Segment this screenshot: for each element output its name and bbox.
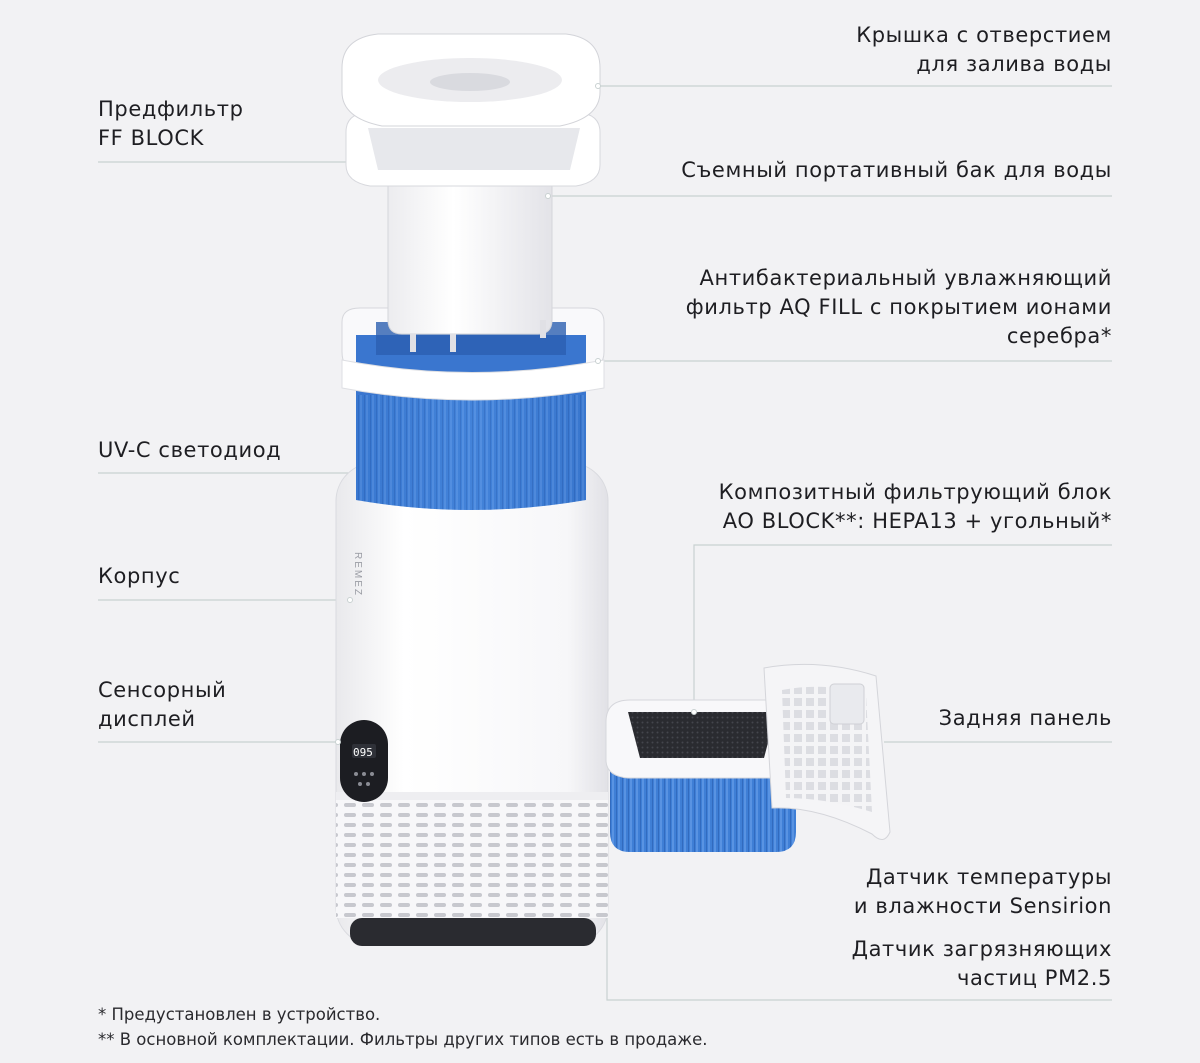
label-body: Корпус: [98, 562, 180, 591]
label-composite-line-1: Композитный фильтрующий блок: [718, 480, 1112, 504]
label-uvc: UV-C светодиод: [98, 436, 281, 465]
label-prefilter-line-1: Предфильтр: [98, 97, 244, 121]
label-lid-line-2: для залива воды: [916, 52, 1112, 76]
label-display-line-1: Сенсорный: [98, 678, 227, 702]
touch-display: [340, 720, 388, 802]
label-pm-sensor: Датчик загрязняющих частиц PM2.5: [852, 935, 1112, 993]
back-panel: [763, 663, 891, 840]
composite-filter-block: [605, 699, 799, 852]
label-prefilter-line-2: FF BLOCK: [98, 126, 204, 150]
dot-tank: [545, 193, 551, 199]
label-pm-sensor-line-1: Датчик загрязняющих: [851, 937, 1112, 961]
label-uvc-line-1: UV-C светодиод: [98, 438, 282, 462]
label-lid: Крышка с отверстием для залива воды: [856, 21, 1112, 79]
dot-body: [347, 597, 353, 603]
label-composite-line-2: AO BLOCK**: HEPA13 + угольный*: [722, 509, 1112, 533]
label-temp-sensor-line-1: Датчик температуры: [865, 865, 1112, 889]
label-humid-filter-line-2: фильтр AQ FILL с покрытием ионами: [685, 295, 1112, 319]
dot-humid-filter: [595, 358, 601, 364]
dot-composite: [691, 709, 697, 715]
label-display: Сенсорный дисплей: [98, 676, 226, 734]
main-body: [335, 462, 609, 946]
brand-logo: REMEZ: [352, 552, 363, 597]
label-humid-filter-line-1: Антибактериальный увлажняющий: [699, 266, 1112, 290]
leader-lines: [98, 85, 1112, 1001]
label-tank: Съемный портативный бак для воды: [681, 156, 1112, 185]
display-reading: 095: [353, 746, 373, 759]
callout-points: [335, 83, 697, 745]
label-back-panel: Задняя панель: [939, 704, 1112, 733]
label-tank-line-1: Съемный портативный бак для воды: [681, 158, 1112, 182]
humidifying-filter: [341, 307, 605, 510]
label-lid-line-1: Крышка с отверстием: [856, 23, 1112, 47]
label-body-line-1: Корпус: [98, 564, 181, 588]
label-humid-filter: Антибактериальный увлажняющий фильтр AQ …: [686, 264, 1112, 351]
label-temp-sensor-line-2: и влажности Sensirion: [853, 894, 1112, 918]
footnote-standard-kit: ** В основной комплектации. Фильтры друг…: [98, 1030, 708, 1049]
footnote-preinstalled: * Предустановлен в устройство.: [98, 1005, 381, 1024]
label-back-panel-line-1: Задняя панель: [938, 706, 1112, 730]
label-prefilter: Предфильтр FF BLOCK: [98, 95, 244, 153]
dot-display: [335, 739, 341, 745]
lid: [341, 33, 601, 127]
leader-composite: [693, 544, 1112, 712]
label-display-line-2: дисплей: [98, 707, 196, 731]
label-temp-sensor: Датчик температуры и влажности Sensirion: [854, 863, 1112, 921]
water-tank: [345, 111, 601, 352]
label-pm-sensor-line-2: частиц PM2.5: [956, 966, 1112, 990]
dot-lid: [595, 83, 601, 89]
label-humid-filter-line-3: серебра*: [1006, 324, 1112, 348]
label-composite: Композитный фильтрующий блок AO BLOCK**:…: [719, 478, 1112, 536]
